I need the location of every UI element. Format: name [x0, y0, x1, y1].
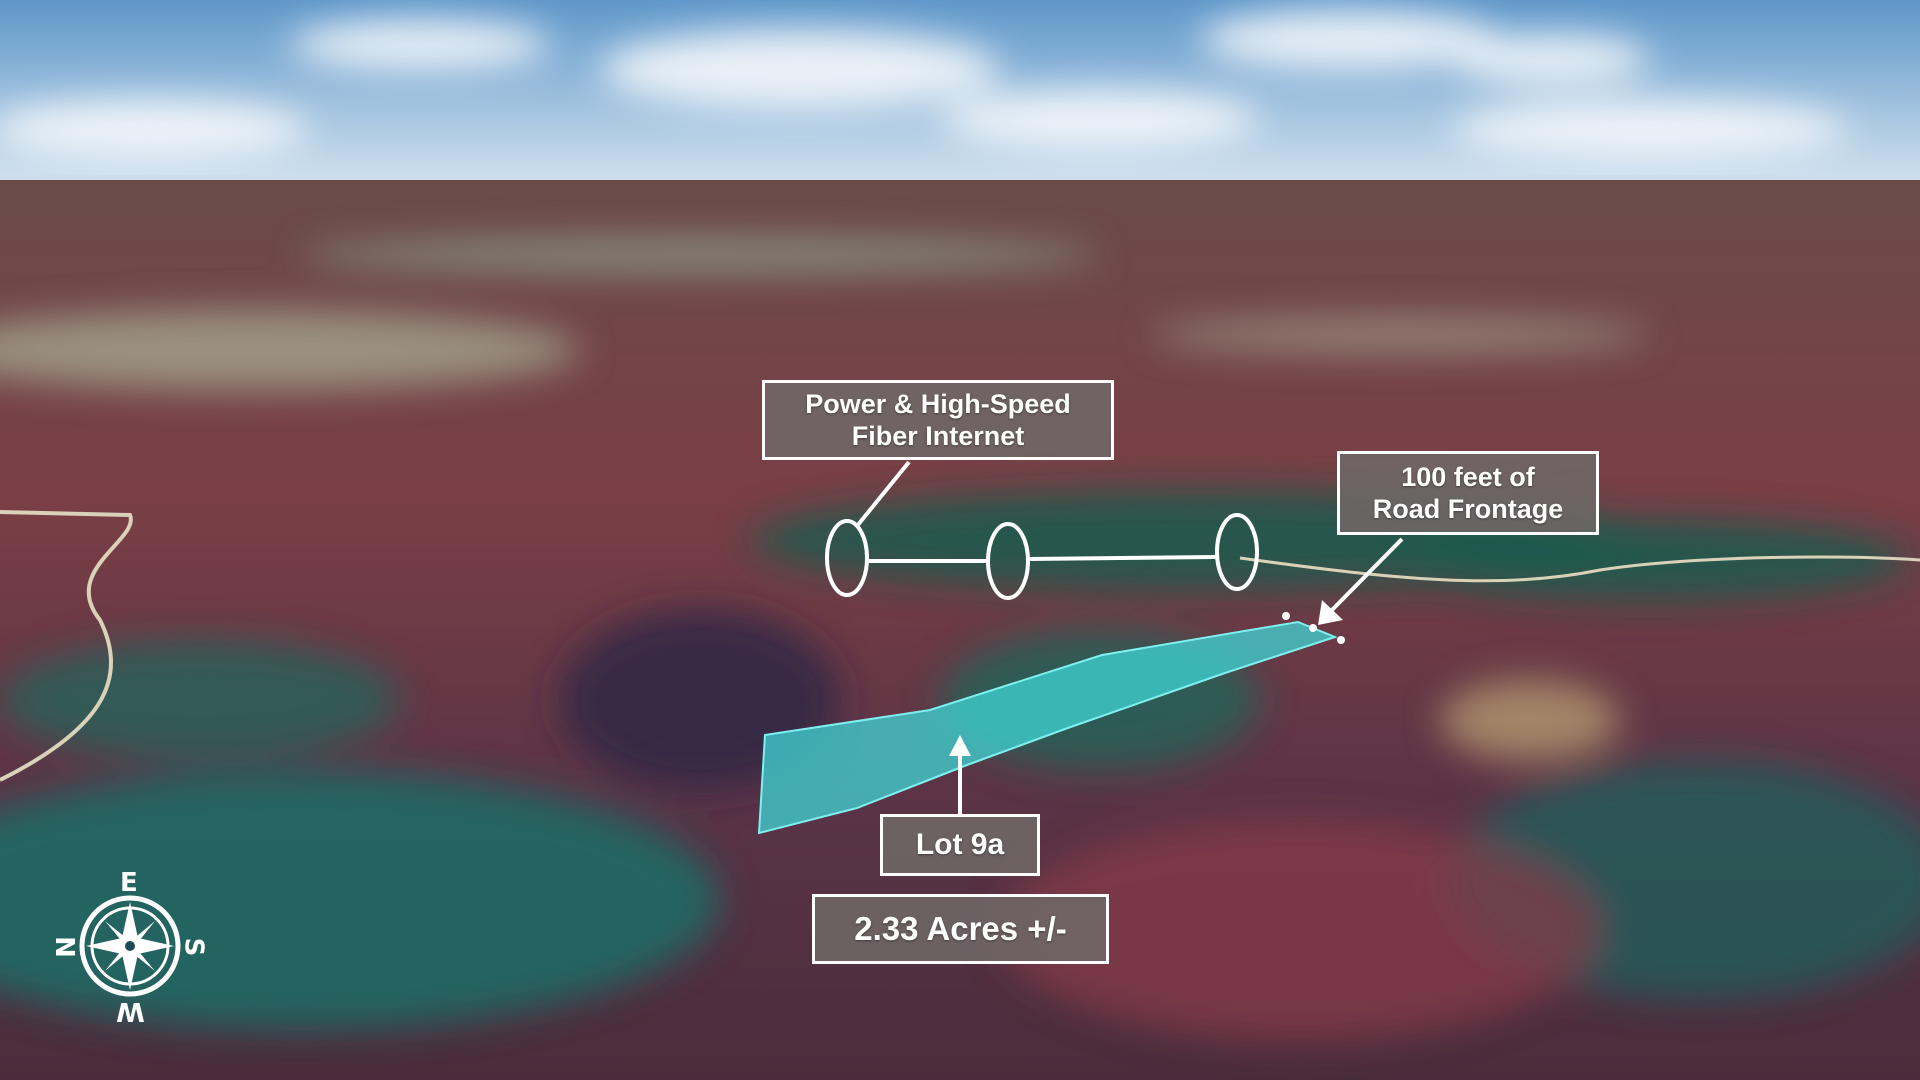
lot-label-text: Lot 9a: [915, 828, 1005, 861]
frontage-dots: [1282, 612, 1345, 644]
acreage-label-text: 2.33 Acres +/-: [854, 910, 1067, 948]
road-frontage-label: 100 feet of Road Frontage: [1337, 451, 1599, 535]
road-label-line2: Road Frontage: [1372, 494, 1564, 524]
road-frontage-arrow: [1318, 537, 1404, 625]
utilities-label-line1: Power & High-Speed: [805, 388, 1071, 419]
utilities-label: Power & High-Speed Fiber Internet: [762, 380, 1114, 460]
utilities-label-line2: Fiber Internet: [851, 421, 1025, 451]
road-label-line1: 100 feet of: [1401, 461, 1535, 492]
compass-rose-icon: [79, 895, 181, 997]
utility-marker: [986, 522, 1030, 600]
lot-arrow: [949, 735, 971, 814]
acreage-label: 2.33 Acres +/-: [812, 894, 1109, 964]
fields: [0, 237, 1920, 1040]
compass-east: E: [120, 868, 138, 898]
clouds: [0, 10, 1850, 160]
road-left: [0, 510, 133, 782]
lot-label: Lot 9a: [880, 814, 1040, 876]
parcel-lot-9a: [757, 620, 1338, 835]
utility-marker: [825, 519, 869, 597]
compass-south: S: [178, 937, 209, 957]
utility-marker: [1215, 513, 1259, 591]
compass-west: W: [116, 996, 145, 1026]
utility-line: [825, 460, 1259, 600]
compass-north: N: [51, 936, 82, 958]
